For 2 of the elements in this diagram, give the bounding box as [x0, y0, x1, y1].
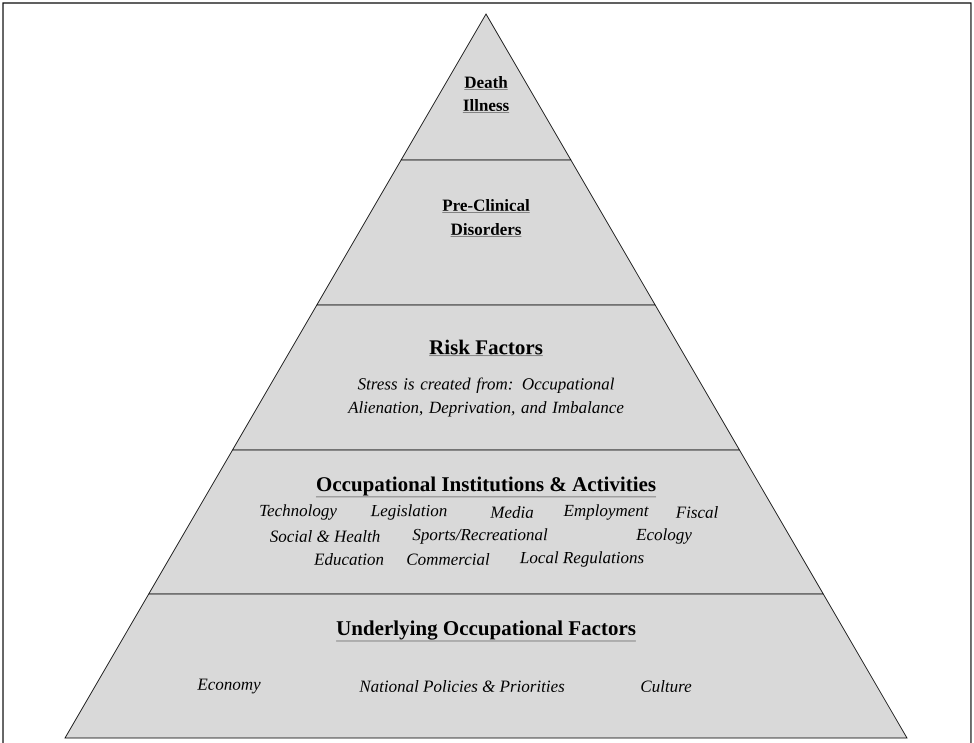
- pyramid-tier: Occupational Institutions & Activities Technology Legislation Media Employment Fiscal Social & Health Sports/Recreational Ecology Education Commercial Local Regulations: [148, 450, 824, 594]
- pyramid-tier: Pre-Clinical Disorders: [316, 160, 656, 306]
